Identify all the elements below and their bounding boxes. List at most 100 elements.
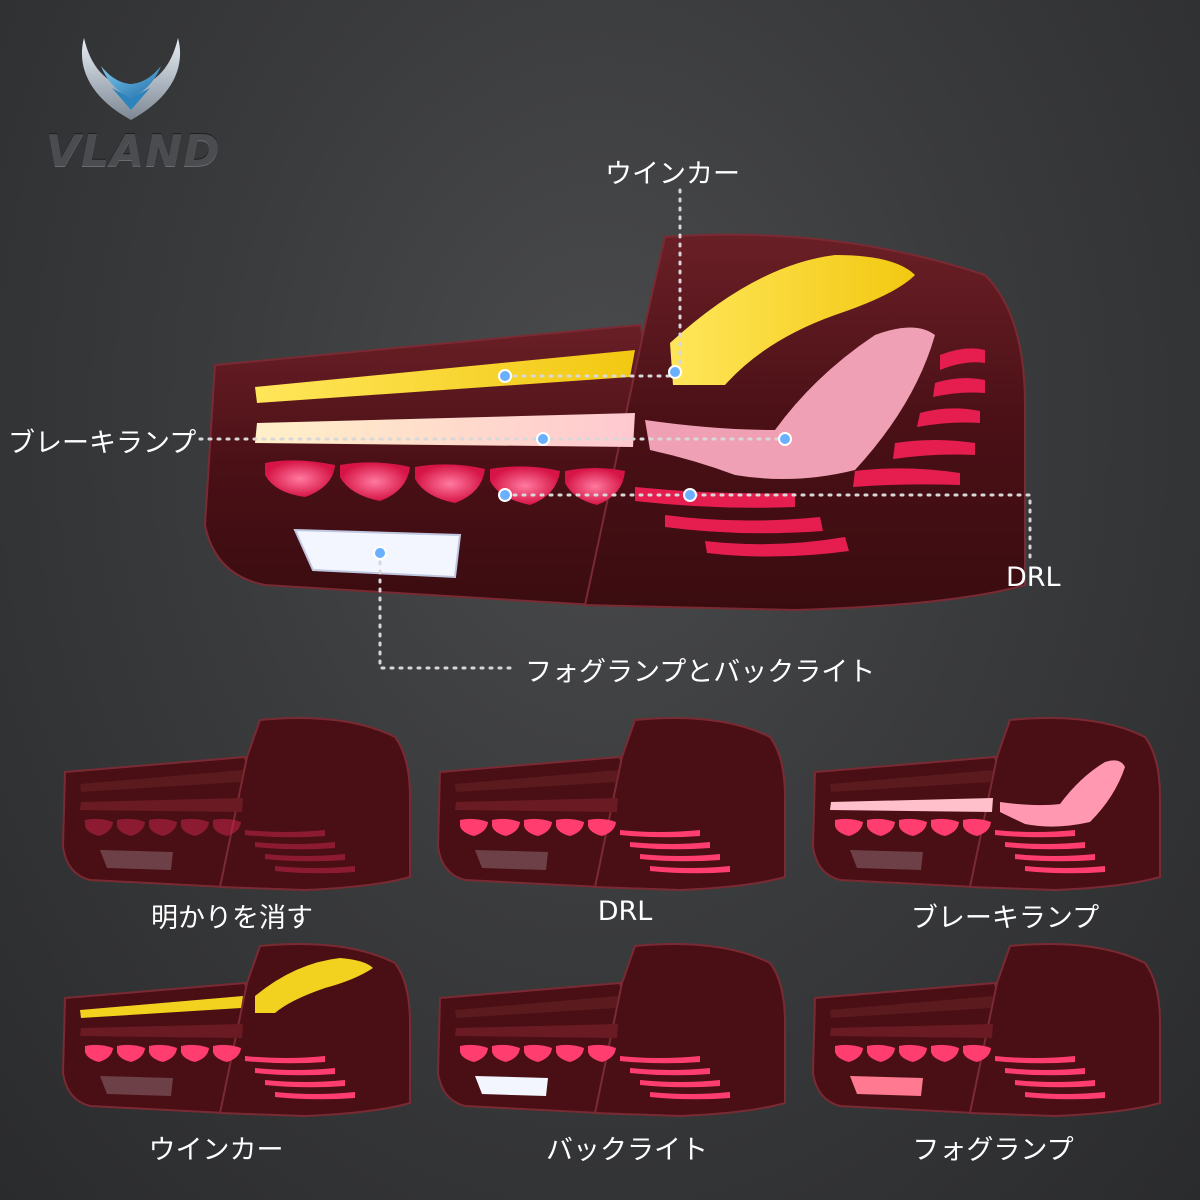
thumb-drl-fin (265, 854, 345, 862)
thumb-drl-scale (85, 818, 113, 836)
thumb-drl-scale (492, 818, 520, 836)
thumb-drl-scale (899, 818, 927, 836)
caption-drl: DRL (597, 896, 653, 927)
thumb-brake-strip (80, 798, 243, 812)
thumb-drl-scale (835, 1044, 863, 1062)
thumb-fog-light (475, 1076, 548, 1096)
thumb-right-body (593, 717, 786, 892)
thumb-back-svg (436, 943, 786, 1118)
thumb-brake-strip (830, 1024, 993, 1038)
thumb-turn (55, 938, 425, 1128)
thumb-turn-strip (830, 770, 993, 792)
thumb-drl-scale (835, 818, 863, 836)
callout-brake-lamp: ブレーキランプ (8, 428, 197, 459)
thumb-fog-light (850, 850, 923, 870)
thumb-drl-scale (556, 1044, 584, 1062)
thumb-drl-fin (620, 830, 700, 838)
vland-logo: VLAND (46, 28, 221, 178)
thumb-drl-scale (556, 818, 584, 836)
caption-off: 明かりを消す (151, 903, 313, 934)
thumb-drl-scale (213, 1044, 241, 1062)
thumb-drl-fin (245, 1056, 325, 1064)
thumb-drl-fin (255, 842, 335, 850)
thumb-drl-fin (630, 1068, 710, 1076)
thumb-drl-scale (899, 1044, 927, 1062)
thumb-drl-fin (275, 866, 355, 874)
thumb-drl-scale (867, 1044, 895, 1062)
thumb-drl-scale (117, 1044, 145, 1062)
thumb-drl-scale (149, 1044, 177, 1062)
thumb-brake-strip (455, 798, 618, 812)
thumb-drl-fin (640, 1080, 720, 1088)
drl-dot-right (683, 488, 697, 502)
thumb-fog-svg (811, 943, 1161, 1118)
thumb-brake-svg (811, 717, 1161, 892)
thumb-fog (805, 938, 1175, 1128)
turn-dot-left (498, 369, 512, 383)
callout-fog-and-back: フォグランプとバックライト (525, 657, 876, 688)
logo-text: VLAND (46, 126, 221, 177)
thumb-fog-light (100, 1076, 173, 1096)
thumb-drl-scale (931, 1044, 959, 1062)
thumb-right-body (968, 943, 1161, 1118)
caption-back: バックライト (546, 1135, 708, 1166)
callout-drl: DRL (1006, 562, 1061, 593)
thumb-drl-fin (245, 830, 325, 838)
thumb-fog-light (475, 850, 548, 870)
thumb-turn-hook (255, 958, 373, 1013)
thumb-drl-scale (460, 1044, 488, 1062)
callout-turn-signal: ウインカー (605, 159, 740, 190)
thumb-drl-scale (963, 818, 991, 836)
thumb-brake (805, 712, 1175, 902)
thumb-drl-scale (588, 1044, 616, 1062)
thumb-drl-scale (149, 818, 177, 836)
fog-dot (373, 546, 387, 560)
thumb-drl-fin (255, 1068, 335, 1076)
thumb-drl-scale (213, 818, 241, 836)
thumb-drl-fin (1005, 842, 1085, 850)
thumb-drl-fin (1025, 866, 1105, 874)
thumb-drl-fin (1015, 1080, 1095, 1088)
turn-dot-right (668, 365, 682, 379)
thumb-brake-strip (830, 798, 993, 812)
thumb-brake-strip (455, 1024, 618, 1038)
thumb-turn-strip (830, 996, 993, 1018)
thumb-turn-svg (61, 943, 411, 1118)
thumb-drl-fin (630, 842, 710, 850)
thumb-drl-fin (1015, 854, 1095, 862)
thumb-drl-scale (460, 818, 488, 836)
thumb-drl-fin (995, 1056, 1075, 1064)
thumb-drl-scale (524, 818, 552, 836)
thumb-drl-scale (181, 1044, 209, 1062)
caption-brake: ブレーキランプ (910, 903, 1100, 934)
thumb-drl-scale (963, 1044, 991, 1062)
logo-emblem-icon (81, 38, 181, 120)
thumb-fog-light (850, 1076, 923, 1096)
thumb-drl-fin (1005, 1068, 1085, 1076)
thumb-drl-scale (588, 818, 616, 836)
thumb-off (55, 712, 425, 902)
thumb-back (430, 938, 800, 1128)
thumb-drl-scale (524, 1044, 552, 1062)
thumb-turn-strip (455, 770, 618, 792)
thumb-drl-fin (995, 830, 1075, 838)
thumb-drl-fin (640, 854, 720, 862)
thumb-drl-scale (181, 818, 209, 836)
brake-dot-right (778, 432, 792, 446)
drl-dot-left (498, 488, 512, 502)
thumb-brake-hook (1000, 760, 1125, 827)
thumb-drl-fin (650, 866, 730, 874)
thumb-drl-svg (436, 717, 786, 892)
thumb-drl-scale (492, 1044, 520, 1062)
thumb-turn-strip (455, 996, 618, 1018)
thumb-drl-scale (931, 818, 959, 836)
thumb-drl-fin (650, 1092, 730, 1100)
caption-turn: ウインカー (148, 1135, 284, 1166)
thumb-drl-fin (275, 1092, 355, 1100)
thumb-right-body (218, 717, 411, 892)
thumb-brake-strip (80, 1024, 243, 1038)
thumb-drl-scale (117, 818, 145, 836)
caption-fog: フォグランプ (912, 1135, 1074, 1166)
thumb-drl-fin (1025, 1092, 1105, 1100)
callout-leader-lines (198, 188, 1032, 670)
